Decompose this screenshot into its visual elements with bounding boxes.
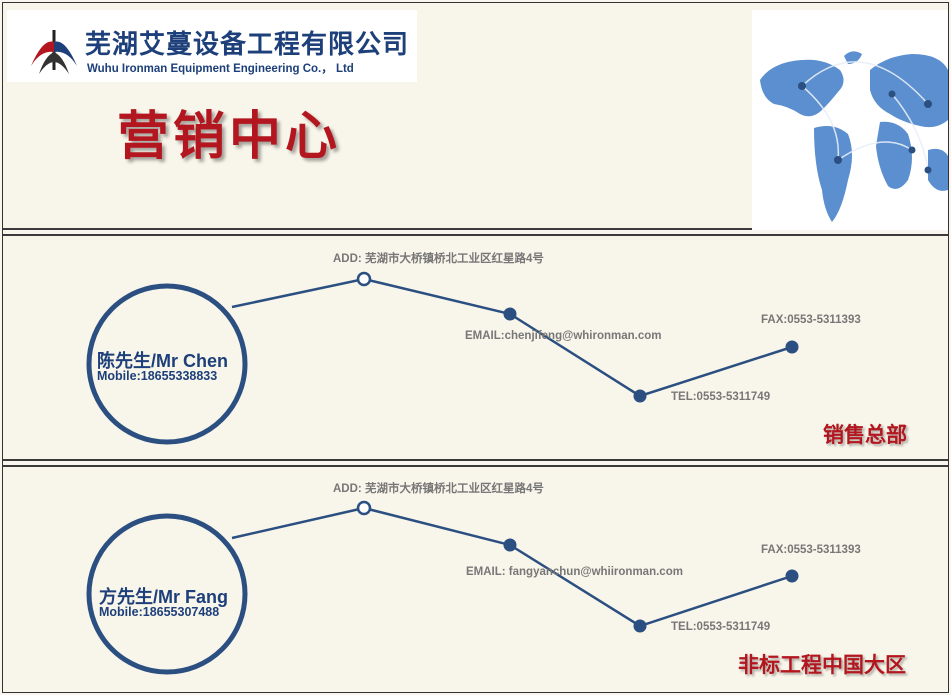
company-name-en: Wuhu Ironman Equipment Engineering Co.， …: [87, 63, 354, 75]
contact-email[interactable]: EMAIL: fangyanchun@whiironman.com: [466, 566, 683, 578]
avatar-ring: [86, 513, 248, 675]
tel-node-icon: [633, 619, 647, 633]
world-map-icon: [752, 10, 948, 230]
fax-node-icon: [785, 569, 799, 583]
contact-tel: TEL:0553-5311749: [671, 621, 771, 633]
page-title: 营销中心: [117, 107, 342, 167]
contact-fax: FAX:0553-5311393: [761, 544, 861, 556]
contact-mobile: Mobile:18655307488: [99, 605, 220, 619]
contact-connector-graphic: [86, 271, 799, 445]
header-banner: 芜湖艾蔓设备工程有限公司 Wuhu Ironman Equipment Engi…: [3, 4, 948, 230]
email-node-icon: [503, 538, 517, 552]
address-node-icon: [356, 500, 372, 516]
contact-address: ADD: 芜湖市大桥镇桥北工业区红星路4号: [333, 483, 544, 495]
contact-address: ADD: 芜湖市大桥镇桥北工业区红星路4号: [333, 253, 544, 265]
address-node-icon: [356, 271, 372, 287]
contact-connector-graphic: [86, 500, 799, 675]
contact-tel: TEL:0553-5311749: [671, 391, 771, 403]
contact-mobile: Mobile:18655338833: [97, 369, 218, 383]
contact-email[interactable]: EMAIL:chenjifeng@whironman.com: [465, 330, 662, 342]
region-label: 非标工程中国大区: [738, 653, 906, 677]
avatar-ring: [86, 283, 248, 445]
contact-fax: FAX:0553-5311393: [761, 314, 861, 326]
contact-name: 方先生/Mr Fang: [99, 587, 228, 607]
company-name-cn: 芜湖艾蔓设备工程有限公司: [85, 30, 410, 60]
contact-card-fang: 方先生/Mr Fang Mobile:18655307488 ADD: 芜湖市大…: [3, 465, 948, 692]
email-node-icon: [503, 307, 517, 321]
contact-name: 陈先生/Mr Chen: [97, 351, 229, 371]
region-label: 销售总部: [823, 423, 907, 447]
ironman-bird-logo-icon: [31, 30, 77, 74]
company-logo-block: 芜湖艾蔓设备工程有限公司 Wuhu Ironman Equipment Engi…: [7, 10, 417, 82]
tel-node-icon: [633, 389, 647, 403]
contact-card-chen: 陈先生/Mr Chen Mobile:18655338833 ADD: 芜湖市大…: [3, 234, 948, 461]
fax-node-icon: [785, 340, 799, 354]
